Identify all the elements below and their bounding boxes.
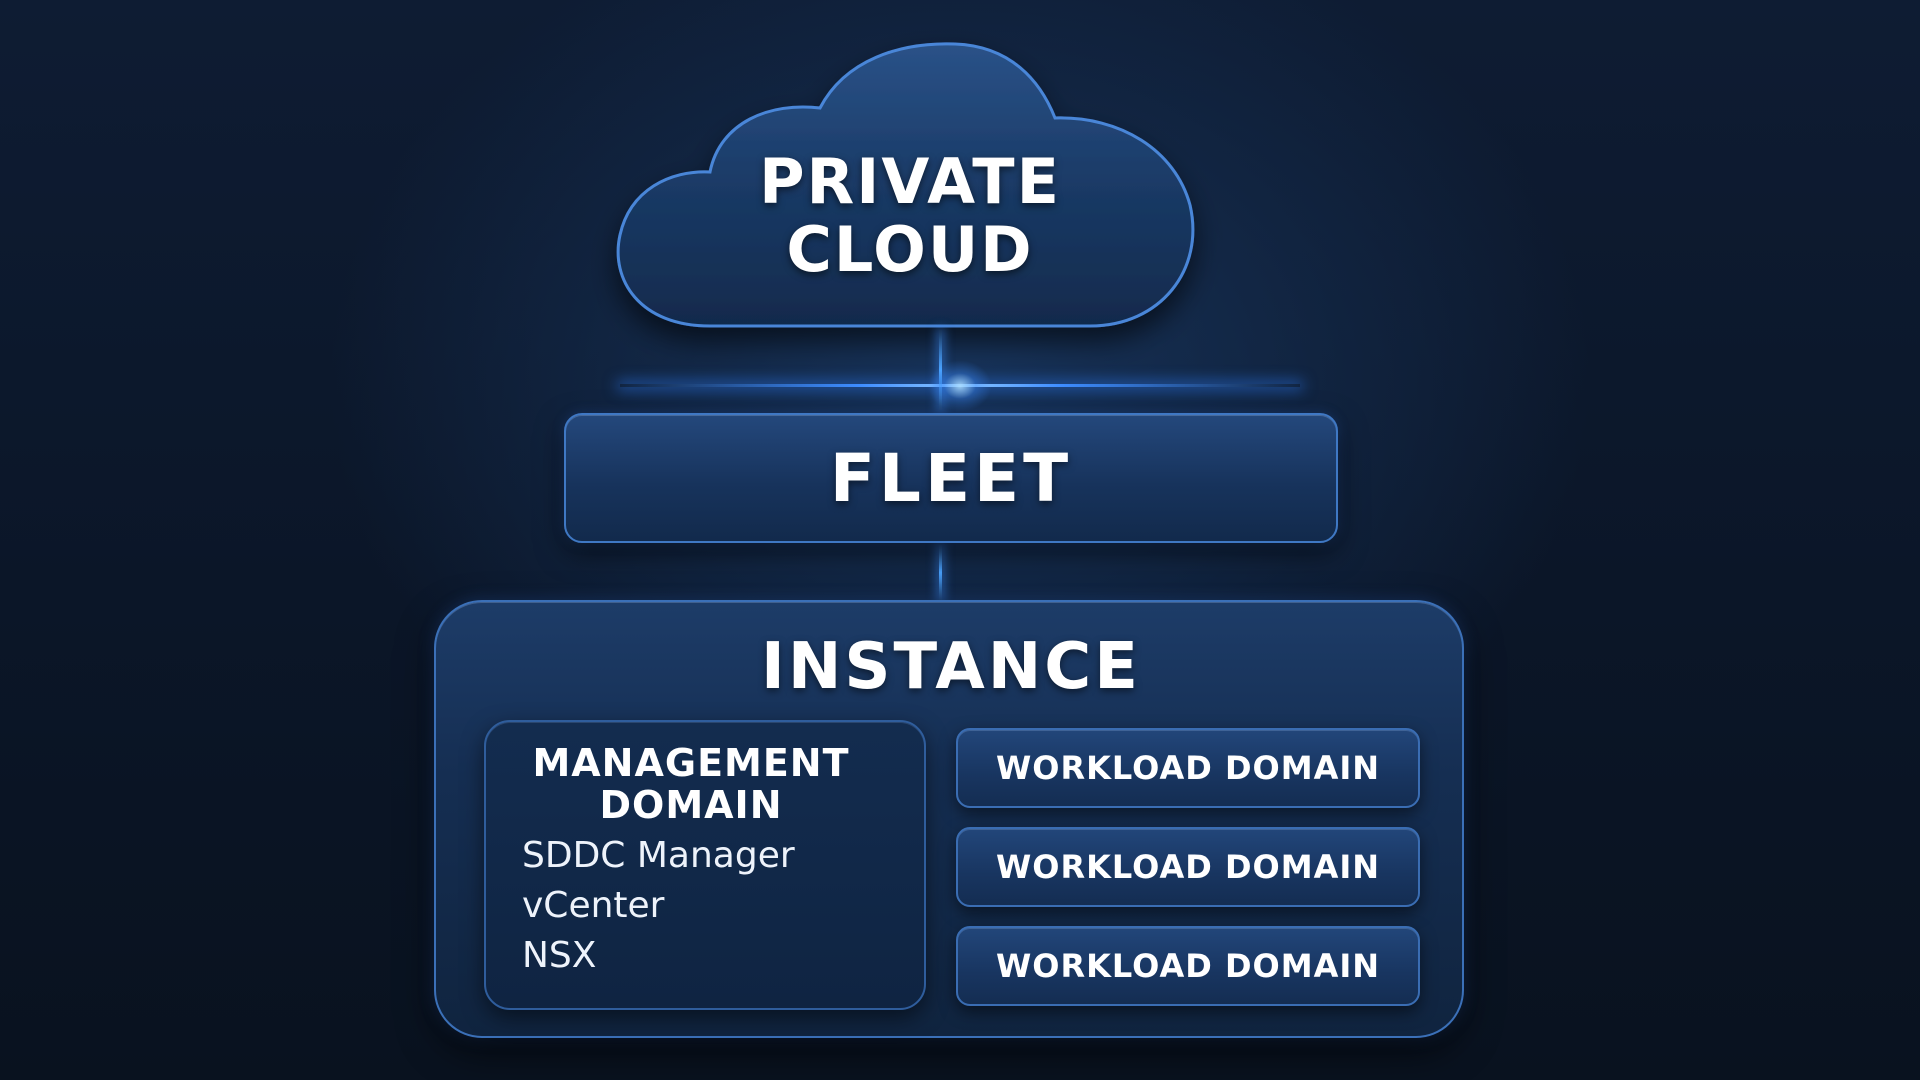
cloud-title-line1: PRIVATE [759,145,1061,218]
workload-domain-label: WORKLOAD DOMAIN [995,848,1381,886]
management-item-nsx: NSX [522,935,597,976]
workload-domain-box-1: WORKLOAD DOMAIN [956,728,1420,808]
workload-domain-box-3: WORKLOAD DOMAIN [956,926,1420,1006]
connector-fleet-instance [939,545,942,600]
instance-node: INSTANCE MANAGEMENT DOMAIN SDDC Manager … [434,600,1464,1038]
fleet-node: FLEET [564,413,1338,543]
workload-domain-label: WORKLOAD DOMAIN [995,947,1381,985]
fleet-label: FLEET [829,439,1073,517]
cloud-title: PRIVATE CLOUD [600,148,1220,284]
management-domain-title: MANAGEMENT DOMAIN [486,742,896,826]
management-item-vcenter: vCenter [522,885,665,926]
management-item-sddc-manager: SDDC Manager [522,835,795,876]
cloud-title-line2: CLOUD [786,213,1034,286]
workload-domain-label: WORKLOAD DOMAIN [995,749,1381,787]
instance-title: INSTANCE [761,630,1141,704]
workload-domain-box-2: WORKLOAD DOMAIN [956,827,1420,907]
management-domain-title-line2: DOMAIN [599,783,783,827]
cloud-icon [616,42,1195,328]
management-domain-title-line1: MANAGEMENT [532,741,850,785]
management-domain-box: MANAGEMENT DOMAIN SDDC Manager vCenter N… [484,720,926,1010]
connector-glow-node [928,360,992,412]
private-cloud-node: PRIVATE CLOUD [600,30,1220,340]
